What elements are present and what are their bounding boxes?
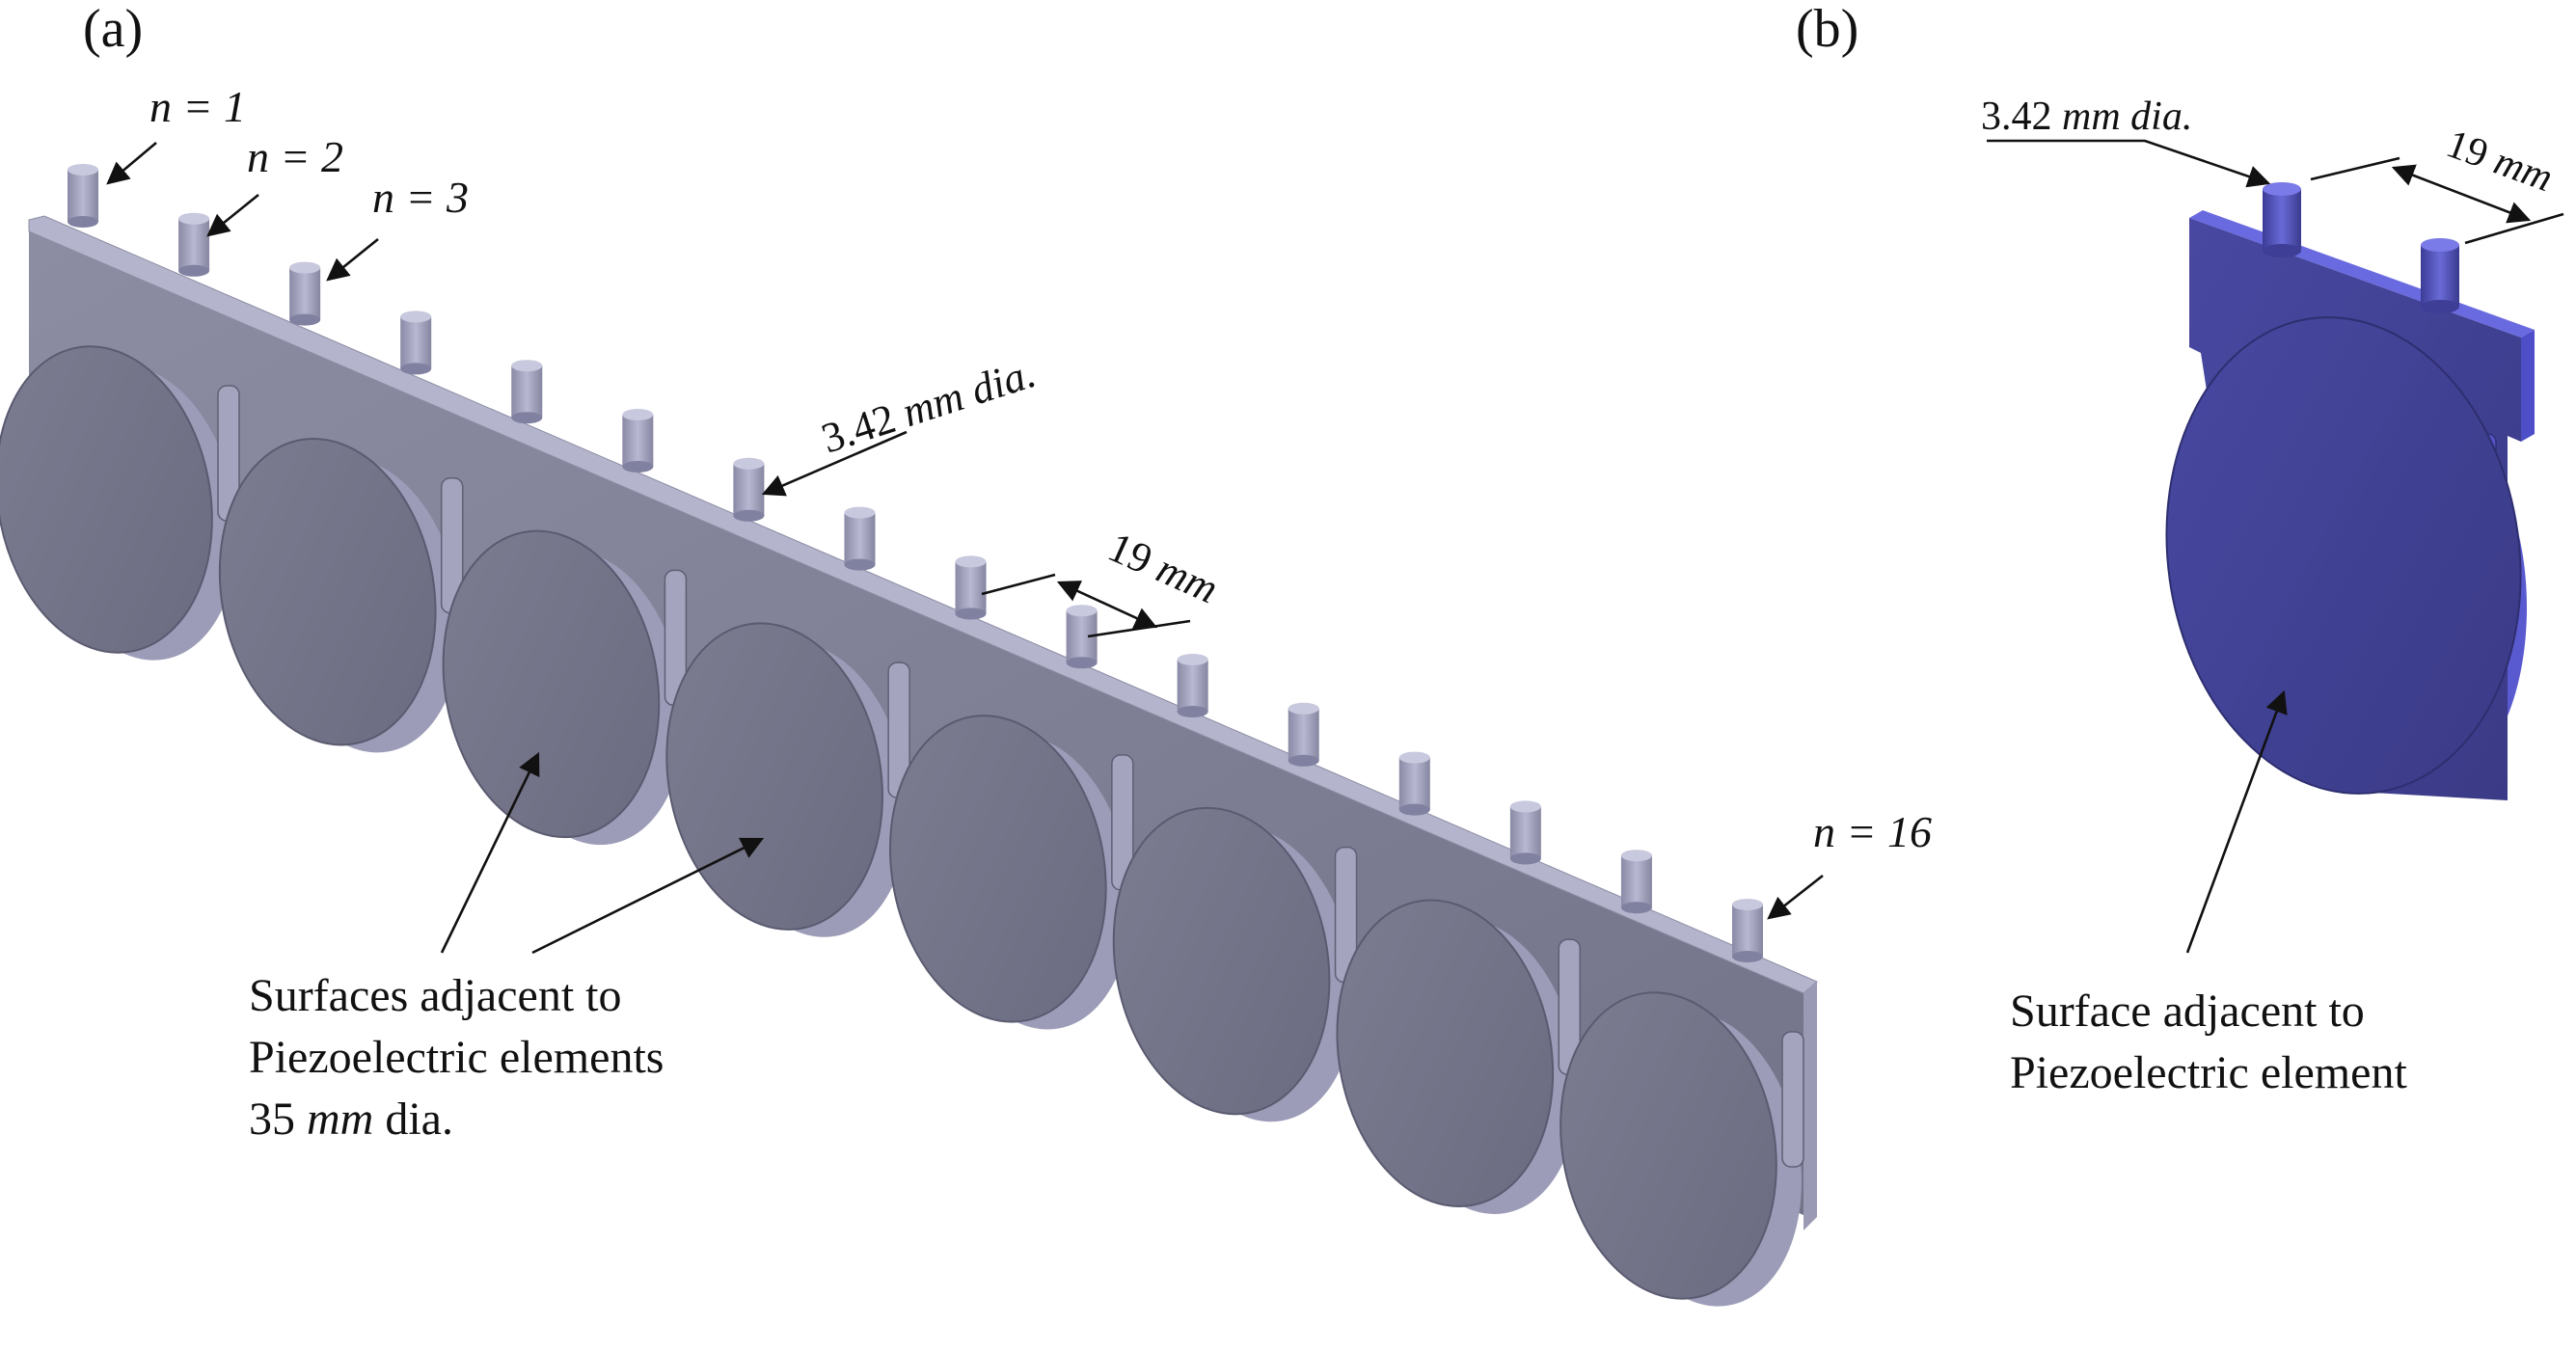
- disc-surface-6: [1112, 806, 1331, 1116]
- disc-surface-5: [889, 715, 1107, 1023]
- disc-surface-4: [665, 622, 883, 931]
- spacing-dimension-arrow-b: [2391, 164, 2532, 224]
- plate-end: [1803, 982, 1817, 1230]
- instance-label-n1-text: n = 1: [149, 82, 246, 131]
- pin-9: [955, 555, 987, 620]
- instance-label-n3-text: n = 3: [372, 173, 469, 222]
- disc-1: [0, 345, 240, 661]
- disc-7: [1336, 899, 1582, 1214]
- panel-b: (b): [1796, 0, 2564, 1098]
- slot-8: [1781, 1031, 1804, 1168]
- disc-surface-8: [1559, 991, 1777, 1300]
- pin-4: [400, 311, 432, 375]
- panel-a-label: (a): [83, 0, 143, 59]
- pin-12: [1288, 702, 1319, 767]
- panel-b-label: (b): [1796, 0, 1858, 59]
- pin-spacing-text-b: 19 mm: [2441, 122, 2559, 201]
- surface-leader-b: [2185, 689, 2288, 954]
- spacing-extension-left: [981, 573, 1056, 596]
- instance-label-n16-arrow: [1767, 874, 1824, 920]
- spacing-extension-b-right: [2464, 212, 2564, 245]
- pin-15: [1620, 850, 1652, 914]
- pin-diameter-leader-b: [1987, 139, 2271, 188]
- spacing-dimension-arrow: [1056, 581, 1158, 629]
- pin-diameter-callout-a: 3.42 mm dia.: [761, 349, 1042, 497]
- pin-diameter-text-b: 3.42 mm dia.: [1981, 95, 2192, 139]
- pin-16: [1732, 899, 1763, 962]
- disc-surface-7: [1336, 899, 1555, 1208]
- disc-surface-1: [0, 345, 213, 654]
- pin-spacing-text-a: 19 mm: [1101, 523, 1225, 612]
- element-pin-1: [2263, 182, 2301, 257]
- instance-label-n2-text: n = 2: [247, 132, 343, 181]
- disc-5: [889, 715, 1134, 1030]
- instance-label-n1-arrow: [106, 142, 157, 185]
- instance-label-n3: n = 3: [326, 173, 469, 282]
- pin-11: [1177, 654, 1208, 717]
- spacing-extension-right: [1087, 619, 1191, 638]
- instance-label-n2: n = 2: [206, 132, 343, 237]
- surfaces-note-line2: Piezoelectric elements: [249, 1032, 664, 1083]
- disc-4: [665, 622, 910, 937]
- panel-a: (a) n = 1 n = 2 n = 3 n = 16: [0, 0, 1932, 1307]
- surfaces-note-line3: 35 mm dia.: [249, 1094, 453, 1145]
- pin-spacing-dimension-a: 19 mm: [981, 523, 1225, 638]
- pin-diameter-callout-b: 3.42 mm dia.: [1981, 95, 2271, 188]
- pin-1: [68, 164, 98, 228]
- element-disc-surface: [2165, 316, 2522, 795]
- pin-13: [1398, 751, 1430, 816]
- instance-label-n16: n = 16: [1767, 807, 1932, 920]
- pin-diameter-text-a: 3.42 mm dia.: [816, 349, 1042, 463]
- instance-label-n1: n = 1: [106, 82, 246, 185]
- pin-7: [733, 457, 765, 522]
- surfaces-note: Surfaces adjacent to Piezoelectric eleme…: [249, 751, 765, 1145]
- pin-spacing-dimension-b: 19 mm: [2310, 122, 2564, 245]
- disc-3: [442, 529, 688, 846]
- array-pins: [68, 164, 1763, 962]
- surfaces-leader-2: [531, 837, 765, 955]
- pin-2: [178, 212, 210, 277]
- disc-8: [1559, 991, 1804, 1307]
- surfaces-note-line1: Surfaces adjacent to: [249, 970, 621, 1021]
- single-element: [2165, 182, 2535, 800]
- instance-label-n3-arrow: [326, 237, 379, 282]
- pin-3: [289, 261, 321, 326]
- pin-14: [1509, 800, 1541, 865]
- surface-note-b: Surface adjacent to Piezoelectric elemen…: [2010, 689, 2407, 1098]
- pin-8: [844, 506, 876, 571]
- pin-5: [511, 360, 543, 424]
- pin-6: [622, 409, 654, 473]
- disc-2: [218, 437, 464, 753]
- surfaces-leader-1: [440, 751, 540, 954]
- element-pin-2: [2421, 238, 2459, 313]
- instance-label-n16-text: n = 16: [1813, 807, 1932, 856]
- spacing-extension-b-left: [2310, 156, 2400, 181]
- disc-surface-3: [442, 529, 661, 839]
- array-discs: [0, 345, 1804, 1307]
- surface-note-b-line2: Piezoelectric element: [2010, 1047, 2407, 1098]
- element-plate-side: [2521, 330, 2535, 442]
- pin-diameter-leader-a: [761, 430, 908, 497]
- surface-note-b-line1: Surface adjacent to: [2010, 986, 2365, 1037]
- instance-label-n2-arrow: [206, 193, 259, 237]
- disc-surface-2: [218, 437, 437, 746]
